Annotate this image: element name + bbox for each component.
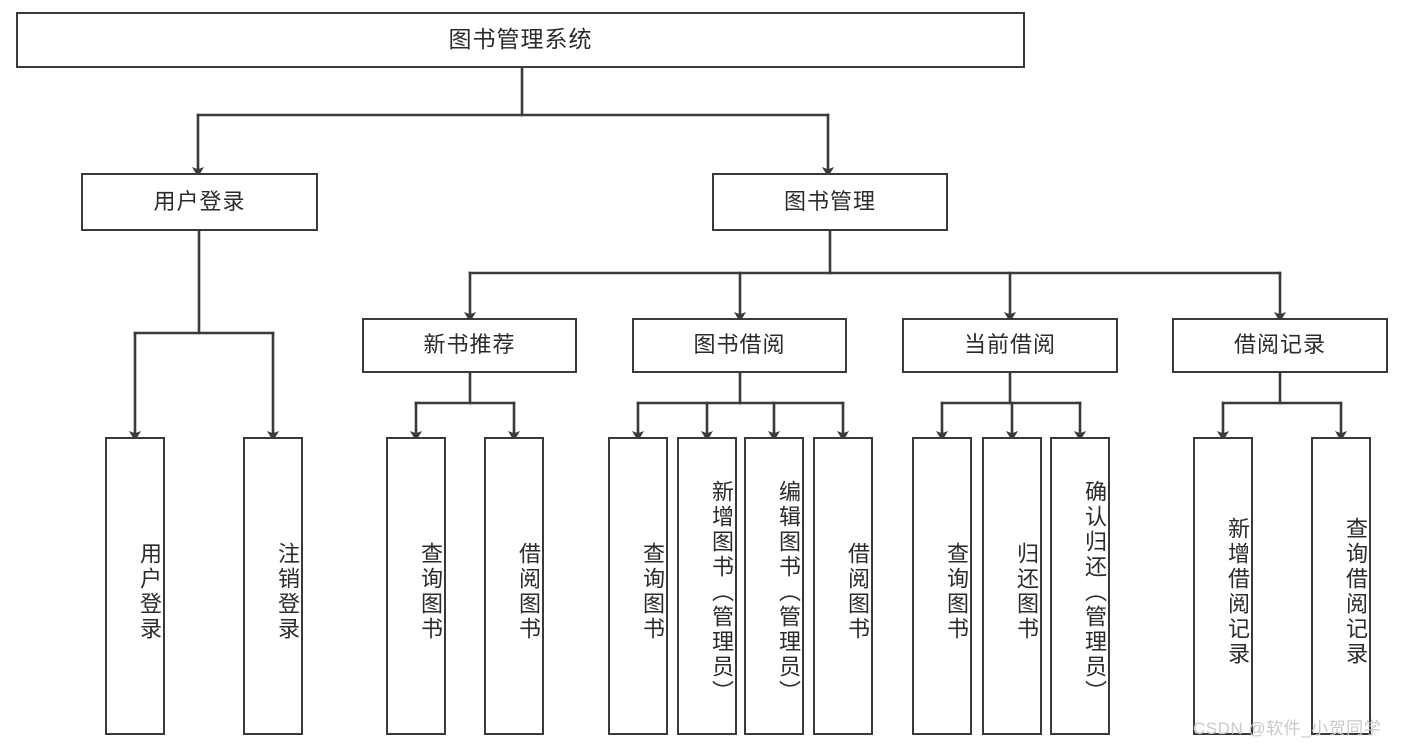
leaf-label: 查询图书 <box>944 542 969 642</box>
leaf-label: 借阅图书 <box>516 542 541 642</box>
node-user-login-label: 用户登录 <box>153 188 246 214</box>
leaf-label: 确认归还（管理员） <box>1082 479 1107 705</box>
node-new-book-recommend-label: 新书推荐 <box>423 332 516 358</box>
node-book-management[interactable]: 图书管理 <box>712 173 948 231</box>
leaf-add-book-admin[interactable]: 新增图书（管理员） <box>677 437 737 735</box>
leaf-label: 借阅图书 <box>845 542 870 642</box>
leaf-label: 新增借阅记录 <box>1225 517 1250 667</box>
node-new-book-recommend[interactable]: 新书推荐 <box>362 318 577 373</box>
node-book-borrow[interactable]: 图书借阅 <box>632 318 847 373</box>
leaf-label: 用户登录 <box>137 542 162 642</box>
leaf-label: 编辑图书（管理员） <box>776 479 801 705</box>
node-book-management-label: 图书管理 <box>783 188 876 214</box>
leaf-label: 查询借阅记录 <box>1343 517 1368 667</box>
leaf-label: 归还图书 <box>1014 542 1039 642</box>
csdn-watermark: CSDN @软件_小贺同学 <box>1193 719 1382 738</box>
leaf-user-login[interactable]: 用户登录 <box>105 437 165 735</box>
leaf-logout[interactable]: 注销登录 <box>243 437 303 735</box>
node-root-label: 图书管理系统 <box>448 26 593 53</box>
leaf-borrow-book[interactable]: 借阅图书 <box>813 437 873 735</box>
leaf-edit-book-admin[interactable]: 编辑图书（管理员） <box>744 437 804 735</box>
node-book-borrow-label: 图书借阅 <box>693 332 786 358</box>
leaf-label: 查询图书 <box>418 542 443 642</box>
node-current-borrow-label: 当前借阅 <box>963 332 1056 358</box>
leaf-query-book-borrow[interactable]: 查询图书 <box>608 437 668 735</box>
leaf-query-book-current[interactable]: 查询图书 <box>912 437 972 735</box>
leaf-label: 注销登录 <box>275 542 300 642</box>
node-borrow-record[interactable]: 借阅记录 <box>1172 318 1388 373</box>
leaf-confirm-return-admin[interactable]: 确认归还（管理员） <box>1050 437 1110 735</box>
leaf-label: 查询图书 <box>640 542 665 642</box>
node-root[interactable]: 图书管理系统 <box>16 12 1025 68</box>
node-user-login[interactable]: 用户登录 <box>81 173 318 231</box>
leaf-return-book[interactable]: 归还图书 <box>982 437 1042 735</box>
leaf-query-book-newbook[interactable]: 查询图书 <box>386 437 446 735</box>
node-borrow-record-label: 借阅记录 <box>1233 332 1326 358</box>
leaf-label: 新增图书（管理员） <box>709 479 734 705</box>
leaf-borrow-book-newbook[interactable]: 借阅图书 <box>484 437 544 735</box>
node-current-borrow[interactable]: 当前借阅 <box>902 318 1118 373</box>
leaf-query-borrow-record[interactable]: 查询借阅记录 <box>1311 437 1371 735</box>
leaf-add-borrow-record[interactable]: 新增借阅记录 <box>1193 437 1253 735</box>
